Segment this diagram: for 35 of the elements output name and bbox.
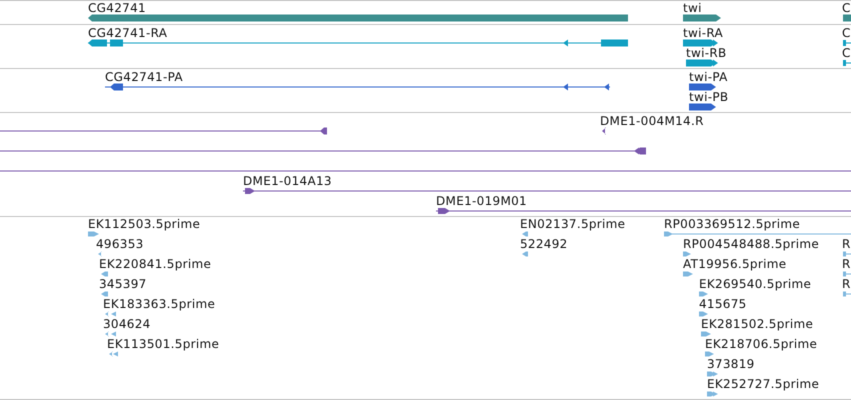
feature-label: CG42741-PA	[105, 70, 183, 84]
feature-label: 496353	[96, 237, 144, 251]
feature-label: R	[842, 277, 851, 291]
feature-label: twi	[683, 1, 702, 15]
feature-label: DME1-004M14.R	[600, 114, 704, 128]
feature-label: RP003369512.5prime	[664, 217, 800, 231]
feature-label: EK183363.5prime	[103, 297, 216, 311]
feature-label: EK113501.5prime	[107, 337, 220, 351]
feature-label: twi-PB	[689, 90, 728, 104]
feature-label: 373819	[707, 357, 755, 371]
feature-label: 415675	[699, 297, 747, 311]
feature-label: CG42741	[88, 1, 146, 15]
feature-label: CG42741-RA	[88, 26, 168, 40]
feature-label: C	[842, 26, 851, 40]
feature-label: EK218706.5prime	[705, 337, 818, 351]
feature-label: 345397	[99, 277, 147, 291]
feature-label: 304624	[103, 317, 151, 331]
feature-label: R	[842, 237, 851, 251]
feature-label: EK269540.5prime	[699, 277, 812, 291]
feature-label: C	[842, 1, 851, 15]
feature-label: EK112503.5prime	[88, 217, 200, 231]
feature-label: EK220841.5prime	[99, 257, 212, 271]
feature-label: DME1-014A13	[243, 174, 332, 188]
feature-label: twi-RB	[686, 46, 727, 60]
feature-label: 522492	[520, 237, 568, 251]
feature-label: R	[842, 257, 851, 271]
feature-label: C	[842, 46, 851, 60]
feature-label: EK252727.5prime	[707, 377, 820, 391]
feature-label: twi-RA	[683, 26, 724, 40]
feature-label: DME1-019M01	[436, 194, 527, 208]
feature-label: twi-PA	[689, 70, 728, 84]
feature-label: RP004548488.5prime	[683, 237, 820, 251]
feature-label: EN02137.5prime	[520, 217, 626, 231]
feature-label: EK281502.5prime	[701, 317, 814, 331]
feature-label: AT19956.5prime	[683, 257, 786, 271]
